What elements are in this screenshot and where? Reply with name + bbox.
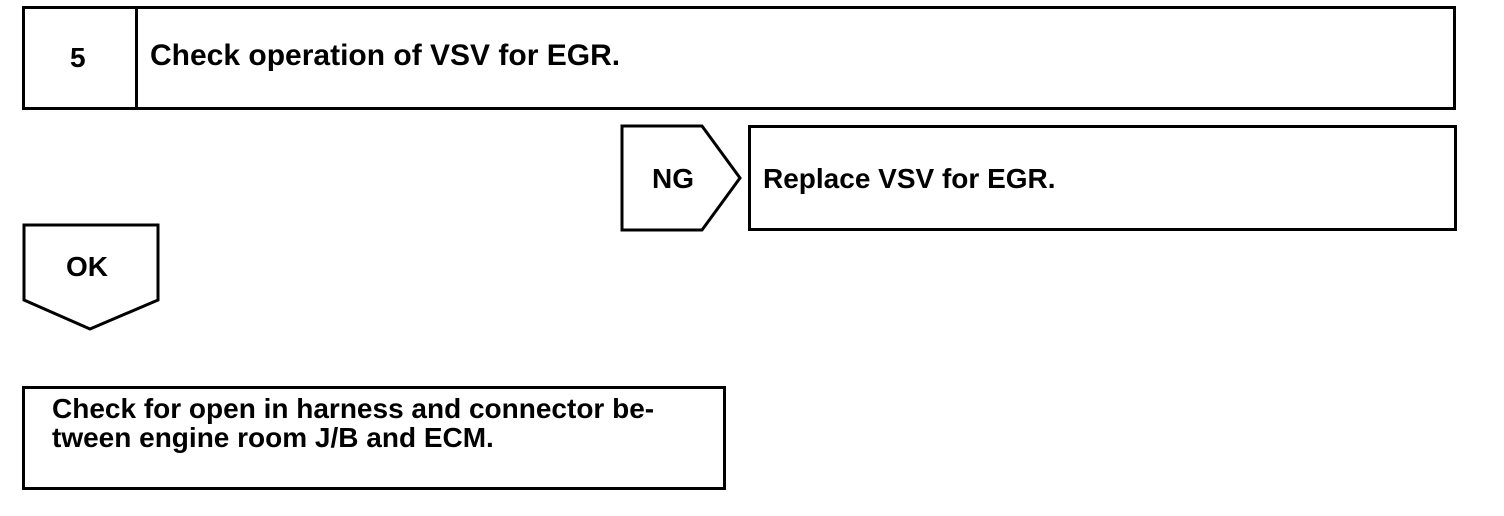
step-number-cell xyxy=(22,6,138,110)
ok-action-line-2: tween engine room J/B and ECM. xyxy=(52,422,494,453)
ng-label: NG xyxy=(652,163,694,194)
ok-action-line-1: Check for open in harness and connector … xyxy=(52,393,655,424)
ng-arrow-shape xyxy=(620,124,742,232)
ok-action-box xyxy=(22,386,726,490)
ok-arrow-shape xyxy=(22,223,160,331)
ok-label: OK xyxy=(66,251,108,282)
step-number: 5 xyxy=(70,42,86,73)
ng-action-box xyxy=(748,125,1457,231)
step-title: Check operation of VSV for EGR. xyxy=(150,39,621,72)
step-header-box xyxy=(22,6,1456,110)
ng-action-text: Replace VSV for EGR. xyxy=(763,163,1056,194)
